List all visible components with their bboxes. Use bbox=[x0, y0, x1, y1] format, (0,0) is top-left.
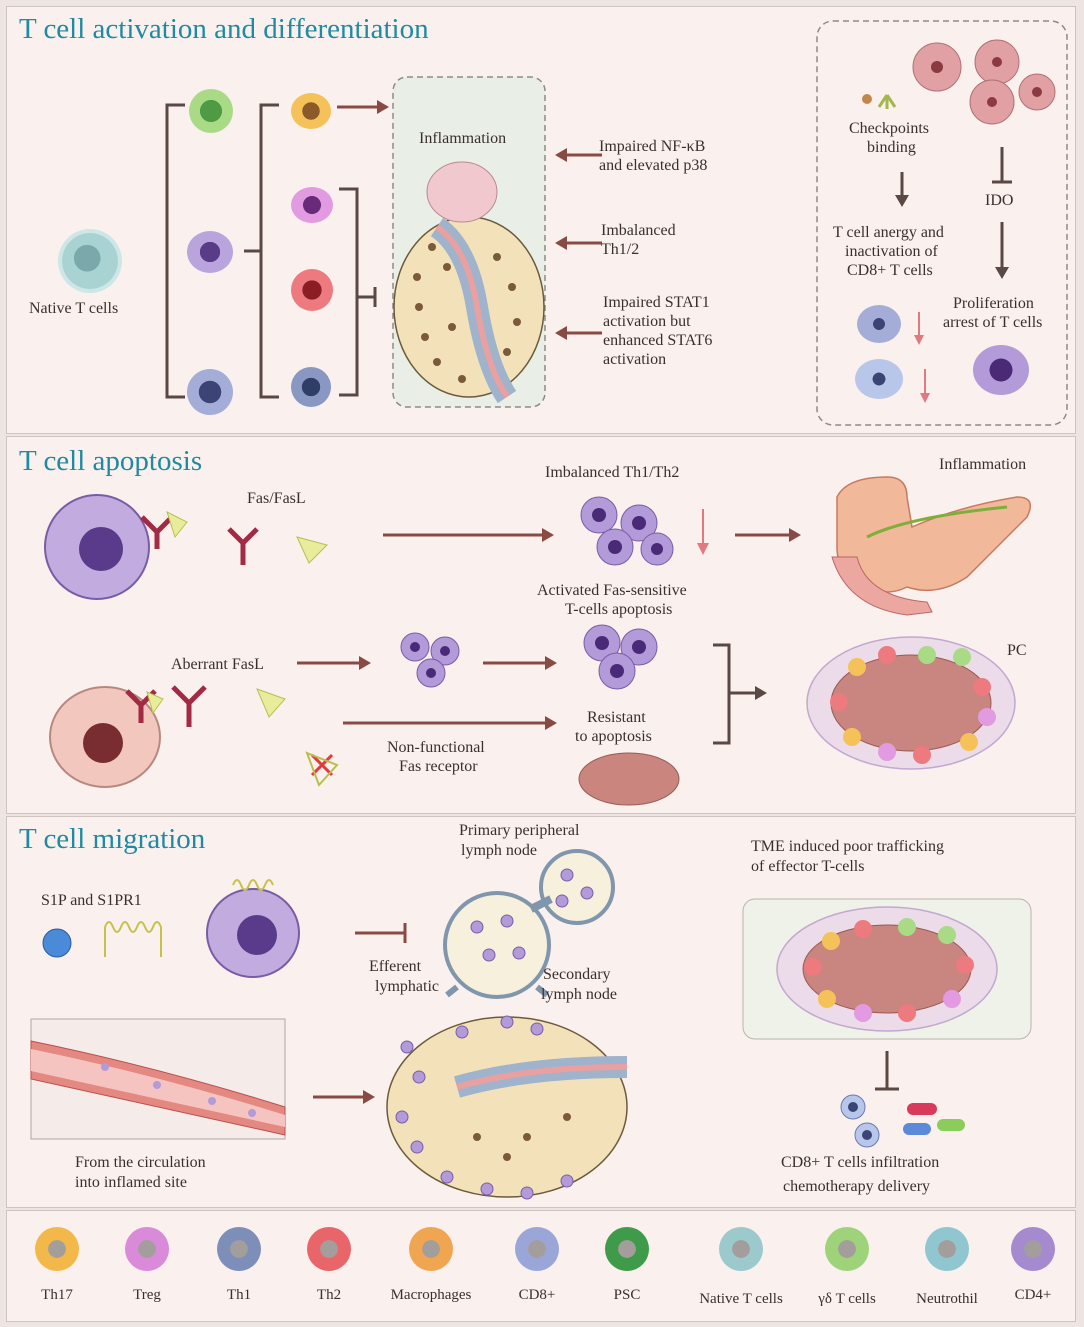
pc-label: PC bbox=[1007, 642, 1027, 659]
legend-label: PSC bbox=[613, 1287, 641, 1303]
apoptosis-panel: T cell apoptosis bbox=[6, 436, 1076, 814]
cd4-cell-icon bbox=[187, 231, 233, 273]
legend-label: Neutrothil bbox=[916, 1291, 978, 1307]
mech3-line4: activation bbox=[603, 351, 667, 368]
apoptosis-graphics bbox=[44, 476, 1032, 806]
primary-line2: lymph node bbox=[461, 842, 537, 859]
migration-title: T cell migration bbox=[19, 823, 206, 855]
legend-label: Th2 bbox=[316, 1287, 342, 1303]
legend-label: CD4+ bbox=[1014, 1287, 1052, 1303]
legend-cell-icon bbox=[825, 1227, 869, 1271]
mech3-line3: enhanced STAT6 bbox=[603, 332, 713, 349]
secondary-line2: lymph node bbox=[541, 986, 617, 1003]
legend-cell-icon bbox=[515, 1227, 559, 1271]
activation-title: T cell activation and differentiation bbox=[19, 13, 429, 45]
resistant-line2: to apoptosis bbox=[575, 728, 652, 745]
nonfunctional-line1: Non-functional bbox=[387, 739, 485, 756]
native-t-cell-icon bbox=[62, 233, 118, 289]
treg-cell-icon bbox=[291, 187, 333, 223]
cd4-arrested-icon bbox=[973, 345, 1029, 395]
resistant-line1: Resistant bbox=[587, 709, 646, 726]
anergy-line3: CD8+ T cells bbox=[847, 262, 933, 279]
nonfunctional-line2: Fas receptor bbox=[399, 758, 478, 775]
mech2-line2: Th1/2 bbox=[601, 241, 640, 258]
legend-label: Treg bbox=[133, 1287, 161, 1303]
primary-line1: Primary peripheral bbox=[459, 822, 580, 839]
legend-label: Macrophages bbox=[390, 1287, 472, 1303]
secondary-line1: Secondary bbox=[543, 966, 611, 983]
th1-cell-icon bbox=[291, 367, 331, 407]
migration-graphics bbox=[30, 849, 1032, 1200]
legend-cell-icon bbox=[35, 1227, 79, 1271]
circulation-line2: into inflamed site bbox=[75, 1174, 187, 1191]
mech1-line1: Impaired NF-κB bbox=[599, 138, 706, 155]
mech1-line2: and elevated p38 bbox=[599, 157, 708, 174]
legend-panel: Th17 Treg Th1 Th2 Macrophages CD8+ PSC Native T… bbox=[6, 1210, 1076, 1322]
activation-graphics bbox=[165, 20, 1068, 426]
cd8-cluster-icon bbox=[857, 305, 901, 343]
cd8-line1: CD8+ T cells infiltration bbox=[781, 1154, 940, 1171]
inflammation-label: Inflammation bbox=[419, 130, 507, 147]
mech3-line1: Impaired STAT1 bbox=[603, 294, 710, 311]
anergy-line2: inactivation of bbox=[845, 243, 938, 260]
legend-cell-icon bbox=[925, 1227, 969, 1271]
checkpoints-line1: Checkpoints bbox=[849, 120, 929, 137]
legend-cell-icon bbox=[409, 1227, 453, 1271]
legend-cell-icon bbox=[719, 1227, 763, 1271]
cd8-line2: chemotherapy delivery bbox=[783, 1178, 931, 1195]
proliferation-line2: arrest of T cells bbox=[943, 314, 1043, 331]
legend-cell-icon bbox=[217, 1227, 261, 1271]
tme-line1: TME induced poor trafficking bbox=[751, 838, 944, 855]
legend-label: γδ T cells bbox=[818, 1291, 876, 1307]
migration-panel: T cell migration bbox=[6, 816, 1076, 1208]
cd8-cell-icon bbox=[187, 369, 233, 415]
inflammation-label-2: Inflammation bbox=[939, 456, 1027, 473]
mech2-line1: Imbalanced bbox=[601, 222, 676, 239]
anergy-line1: T cell anergy and bbox=[833, 224, 944, 241]
native-label: Native T cells bbox=[29, 300, 119, 317]
legend-cell-icon bbox=[307, 1227, 351, 1271]
activated-line2: T-cells apoptosis bbox=[565, 601, 673, 618]
proliferation-line1: Proliferation bbox=[953, 295, 1034, 312]
fasfasl-label: Fas/FasL bbox=[247, 490, 306, 507]
circulation-line1: From the circulation bbox=[75, 1154, 206, 1171]
imbalanced-label: Imbalanced Th1/Th2 bbox=[545, 464, 680, 481]
efferent-line2: lymphatic bbox=[375, 978, 439, 995]
legend-label: CD8+ bbox=[518, 1287, 556, 1303]
checkpoints-line2: binding bbox=[867, 139, 916, 156]
cd8-cluster-icon-2 bbox=[855, 359, 903, 399]
tme-line2: of effector T-cells bbox=[751, 858, 865, 875]
legend-cell-icon bbox=[1011, 1227, 1055, 1271]
mech3-line2: activation but bbox=[603, 313, 691, 330]
aberrant-label: Aberrant FasL bbox=[171, 656, 264, 673]
legend-label: Th1 bbox=[226, 1287, 252, 1303]
th17-cell-icon bbox=[291, 93, 331, 129]
legend-label: Native T cells bbox=[699, 1291, 783, 1307]
efferent-line1: Efferent bbox=[369, 958, 422, 975]
activation-panel: T cell activation and differentiation bbox=[6, 6, 1076, 434]
ido-label: IDO bbox=[985, 192, 1014, 209]
legend-label: Th17 bbox=[41, 1287, 73, 1303]
apoptosis-title: T cell apoptosis bbox=[19, 445, 203, 477]
legend-cell-icon bbox=[125, 1227, 169, 1271]
activated-line1: Activated Fas-sensitive bbox=[537, 582, 687, 599]
s1p-label: S1P and S1PR1 bbox=[41, 892, 142, 909]
gd-t-cell-icon bbox=[189, 89, 233, 133]
th2-cell-icon bbox=[291, 269, 333, 311]
legend-cell-icon bbox=[605, 1227, 649, 1271]
